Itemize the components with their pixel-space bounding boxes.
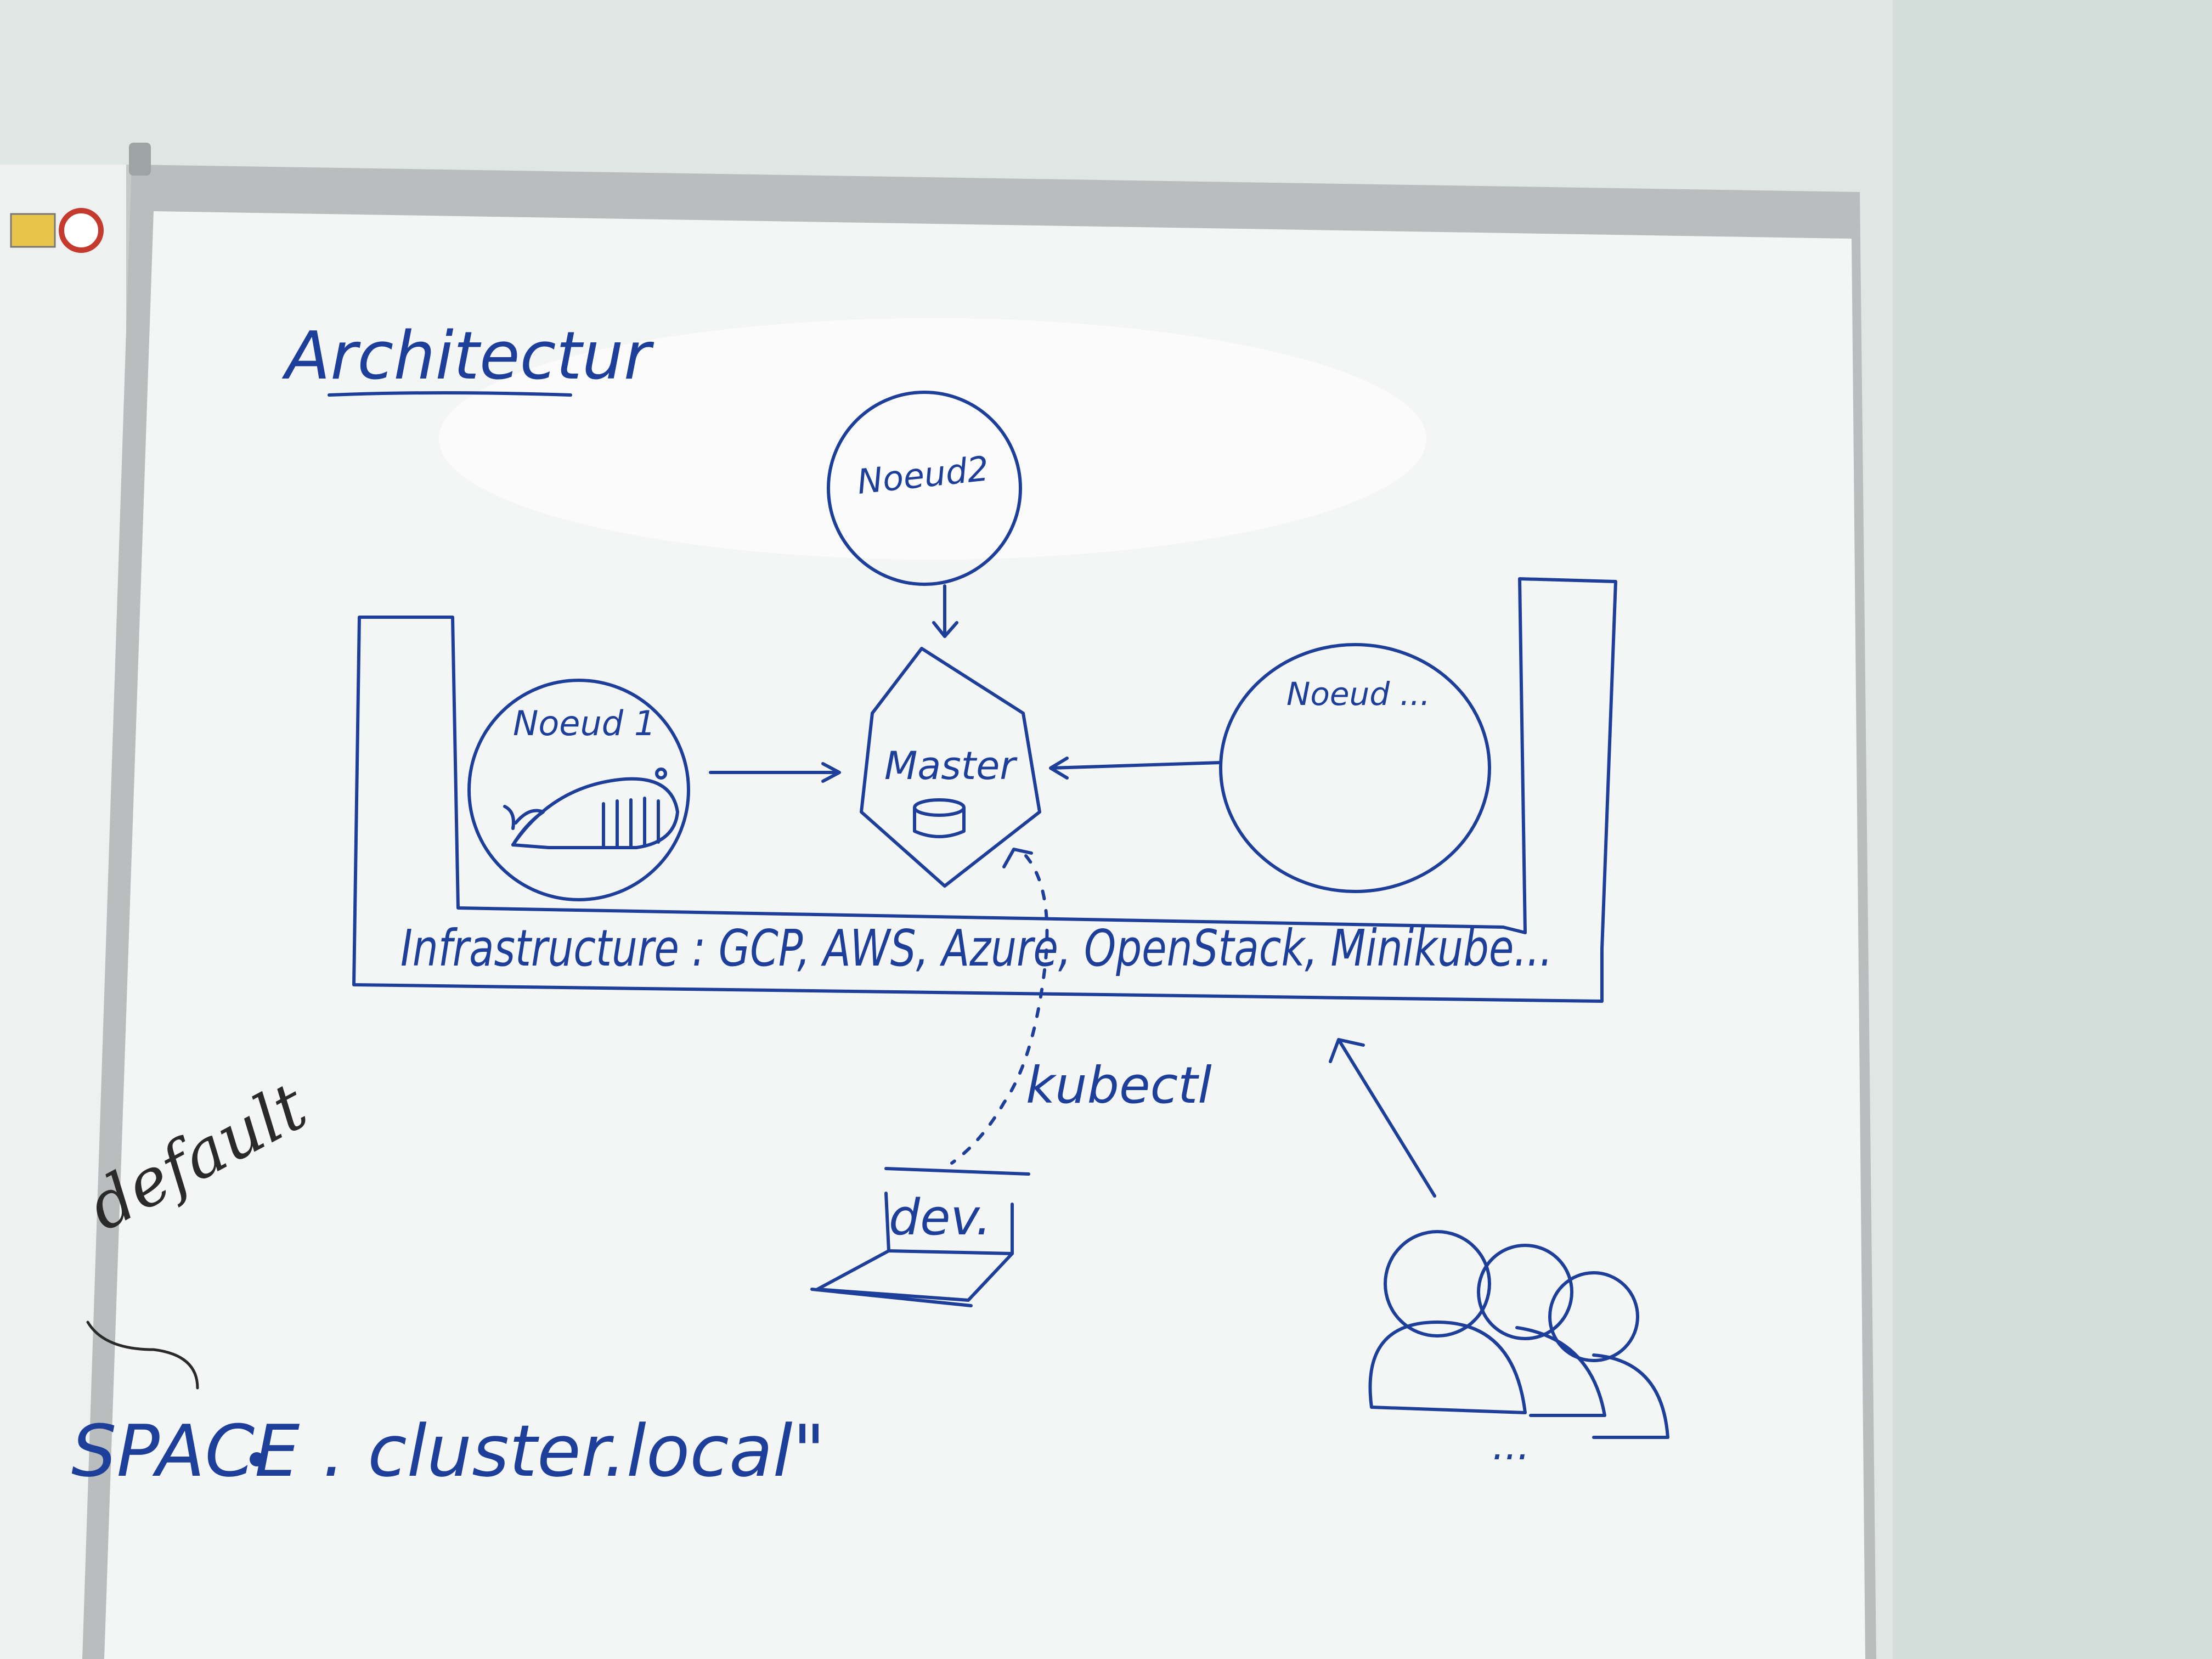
node-more-label: Noeud ... [1286, 675, 1430, 713]
kubectl-dashed-line [950, 854, 1049, 1165]
master-hexagon [860, 647, 1041, 888]
board-surface [104, 211, 1865, 1659]
default-brace [86, 1321, 199, 1390]
kubectl-label: kubectl [1026, 1056, 1212, 1115]
arrow-users-infrastructure [1329, 1038, 1436, 1198]
dot-marker [250, 1452, 264, 1466]
infrastructure-box [352, 577, 1617, 1003]
whale-drawing-icon [503, 768, 679, 849]
laptop-drawing-icon [810, 1167, 1030, 1307]
database-icon [913, 798, 966, 838]
master-label: Master [884, 743, 1018, 788]
infrastructure-label: Infrastructure : GCP, AWS, Azure, OpenSt… [400, 919, 1553, 978]
node2-circle [827, 391, 1022, 586]
title-underline [328, 391, 572, 397]
arrow-node2-master [932, 584, 958, 638]
kubectl-arrowhead [1002, 848, 1033, 868]
arrow-node1-master [709, 762, 841, 783]
arrow-nodemore-master [1049, 757, 1222, 780]
node1-label: Noeud 1 [513, 703, 656, 743]
glare [439, 318, 1426, 560]
dns-suffix-note: SPACE . cluster.local" [71, 1409, 825, 1493]
wall-shadow [1893, 0, 2212, 1659]
dev-label: dev. [889, 1189, 991, 1246]
frame-clip [129, 143, 151, 176]
warning-stickers [10, 208, 104, 253]
node-more-circle [1219, 643, 1491, 893]
diagram-title: Architectur [281, 318, 654, 394]
users-ellipsis: ... [1492, 1423, 1530, 1469]
users-drawing-icon [1368, 1230, 1669, 1439]
node1-circle [467, 679, 690, 901]
